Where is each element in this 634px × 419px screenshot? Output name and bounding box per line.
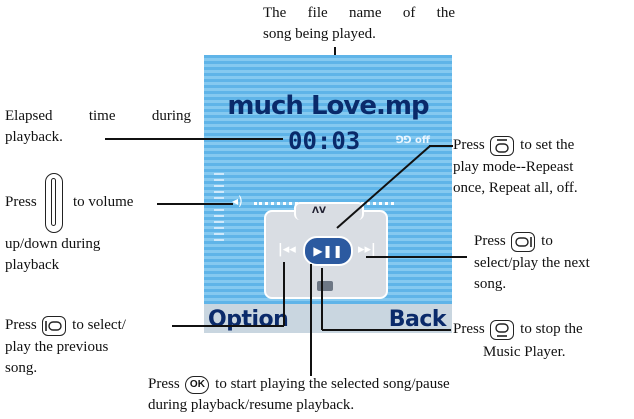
volume-caption-line2: up/down during (5, 236, 101, 252)
filename-caption: The file name of the (263, 3, 455, 24)
mode-caption-line3: once, Repeat all, off. (453, 180, 578, 196)
elapsed-caption-line2: playback. (5, 129, 63, 145)
next-pointer (366, 256, 467, 258)
stop-caption-line1: Press to stop the (453, 319, 583, 340)
softkey-bar (204, 304, 452, 333)
right-nav-key-icon (511, 231, 536, 252)
mode-caption-line2: play mode--Repeast (453, 159, 574, 175)
volume-caption-press: Press (5, 194, 37, 210)
stop-caption-line2: Music Player. (483, 344, 566, 360)
next-caption-line1: Press to (474, 231, 553, 252)
ok-caption-line1: Press OK to start playing the selected s… (148, 375, 450, 394)
prev-pointer-v (283, 262, 285, 326)
up-nav-key-icon (490, 135, 515, 156)
play-pause-button[interactable]: ▶❚❚ (303, 236, 353, 266)
next-caption-line2: select/play the next (474, 255, 590, 271)
elapsed-time: 00:03 (288, 127, 361, 155)
elapsed-pointer (105, 138, 283, 140)
filename-caption-line2: song being played. (263, 26, 376, 42)
left-nav-key-icon (42, 315, 67, 336)
volume-icon: ◂) (232, 194, 243, 208)
previous-track-icon[interactable]: |◂◂ (278, 242, 296, 257)
stop-pointer-h (322, 329, 451, 331)
down-nav-key-icon (490, 319, 515, 340)
back-softkey[interactable]: Back (388, 307, 447, 332)
ok-caption-line2: during playback/resume playback. (148, 397, 355, 413)
volume-caption-line3: playback (5, 257, 60, 273)
mode-caption-line1: Press to set the (453, 135, 574, 156)
volume-caption-line1-rest: to volume (73, 194, 134, 210)
stop-icon[interactable] (317, 281, 333, 291)
mode-pointer-h (429, 145, 453, 147)
filename-caption-line1: The file name of the (263, 5, 455, 21)
elapsed-caption-line1: Elapsed time during (5, 108, 191, 124)
ok-pointer (310, 264, 312, 376)
play-mode-toggle-icon[interactable]: ΛV (312, 206, 326, 216)
volume-pointer (157, 203, 233, 205)
prev-pointer-h (172, 325, 284, 327)
ok-key-icon: OK (185, 375, 210, 394)
top-cropped-text: ... (310, 0, 339, 7)
prev-caption-line3: song. (5, 360, 38, 376)
prev-caption-line1: Press to select/ (5, 315, 126, 336)
song-filename: much Love.mp (227, 91, 429, 121)
play-mode-indicator: ⅁⅁ off (396, 135, 430, 146)
music-player-screen: much Love.mp 00:03 ⅁⅁ off ◂) ΛV |◂◂ ▶❚❚ … (204, 55, 452, 333)
stop-pointer-v (321, 268, 323, 330)
volume-level-ticks (214, 173, 224, 243)
next-track-icon[interactable]: ▸▸| (358, 242, 376, 257)
volume-side-key-icon (45, 173, 63, 233)
next-caption-line3: song. (474, 276, 507, 292)
prev-caption-line2: play the previous (5, 339, 109, 355)
option-softkey[interactable]: Option (208, 307, 289, 332)
